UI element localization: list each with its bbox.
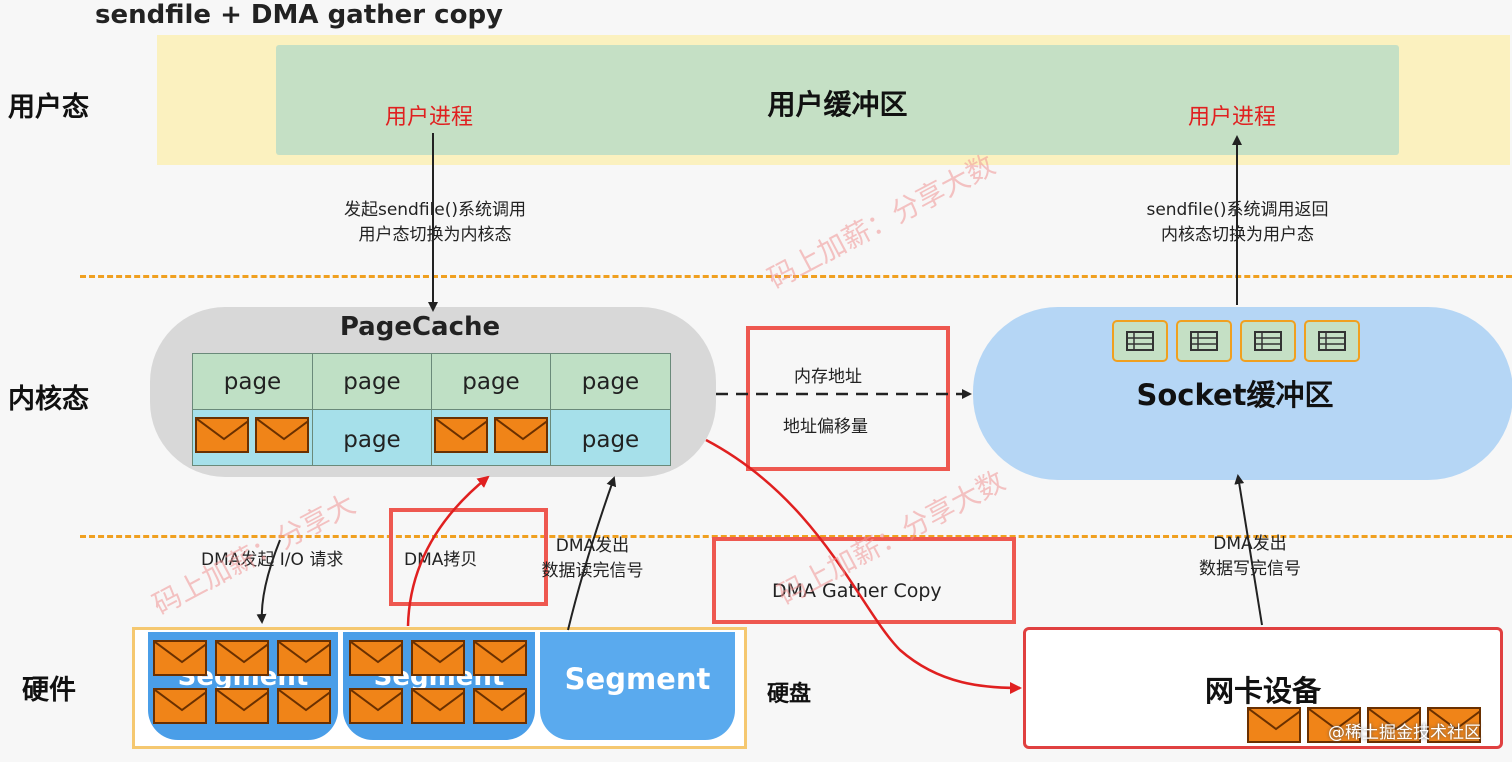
page-cell: page: [550, 353, 671, 410]
source-credit: @稀土掘金技术社区: [1328, 723, 1481, 743]
arrow-dma-read-done: [567, 476, 617, 631]
envelope-icon: [153, 640, 207, 676]
envelope-icon: [349, 688, 403, 724]
dma-copy-box: [389, 508, 548, 606]
envelope-icon: [215, 640, 269, 676]
user-process-right: 用户进程: [1188, 105, 1277, 130]
gather-descriptor-box: [746, 326, 950, 471]
table-icon: [1240, 320, 1296, 362]
envelope-icon: [349, 640, 403, 676]
envelope-icon: [1427, 707, 1481, 743]
dma-gather-copy-box: [712, 537, 1016, 624]
envelope-icon: [411, 688, 465, 724]
user-buffer-label: 用户缓冲区: [767, 88, 908, 121]
divider-kernel-hardware: [80, 535, 1512, 538]
page-cell: page: [192, 353, 313, 410]
dma-write-done-note: DMA发出 数据写完信号: [1185, 532, 1315, 582]
layer-label-user: 用户态: [8, 92, 89, 123]
sendfile-call-note: 发起sendfile()系统调用 用户态切换为内核态: [310, 198, 560, 248]
envelope-icon: [255, 417, 309, 453]
memory-address-label: 内存地址: [794, 367, 862, 387]
arrow-dma-copy: [406, 475, 490, 627]
envelope-icon: [494, 417, 548, 453]
user-process-left: 用户进程: [385, 105, 474, 130]
envelope-icon: [195, 417, 249, 453]
page-cell: page: [312, 353, 432, 410]
envelope-icon: [1247, 707, 1301, 743]
socket-buffer-label: Socket缓冲区: [1136, 378, 1334, 412]
arrow-dma-io-request: [256, 539, 281, 624]
divider-user-kernel: [80, 275, 1512, 278]
nic-label: 网卡设备: [1204, 674, 1321, 708]
envelope-icon: [277, 688, 331, 724]
envelope-icon: [411, 640, 465, 676]
table-icon: [1304, 320, 1360, 362]
layer-label-kernel: 内核态: [8, 384, 89, 415]
table-icon: [1112, 320, 1168, 362]
envelope-icon: [1307, 707, 1361, 743]
address-offset-label: 地址偏移量: [783, 417, 868, 437]
envelope-icon: [473, 640, 527, 676]
dma-write-done-line1: DMA发出: [1213, 534, 1287, 554]
page-cell: page: [550, 409, 671, 466]
sendfile-call-line1: 发起sendfile()系统调用: [343, 200, 527, 220]
layer-label-hardware: 硬件: [22, 675, 76, 706]
table-icon: [1176, 320, 1232, 362]
envelope-icon: [277, 640, 331, 676]
dma-read-done-line2: 数据读完信号: [541, 561, 644, 581]
page-cell: page: [312, 409, 432, 466]
user-buffer: 用户缓冲区: [276, 45, 1399, 155]
envelope-icon: [1367, 707, 1421, 743]
dma-read-done-line1: DMA发出: [555, 536, 630, 556]
envelope-icon: [473, 688, 527, 724]
dma-copy-label: DMA拷贝: [404, 550, 478, 570]
page-cell: page: [431, 353, 551, 410]
disk-label: 硬盘: [767, 682, 812, 707]
arrow-dma-write-done: [1234, 474, 1263, 626]
segment-label: Segment: [564, 662, 711, 696]
dma-write-done-line2: 数据写完信号: [1199, 559, 1301, 579]
envelope-icon: [153, 688, 207, 724]
diagram-title: sendfile + DMA gather copy: [95, 0, 504, 30]
envelope-icon: [215, 688, 269, 724]
disk-segment: Segment: [540, 632, 735, 740]
envelope-icon: [434, 417, 488, 453]
dma-read-done-note: DMA发出 数据读完信号: [530, 534, 655, 584]
pagecache-title: PageCache: [339, 312, 501, 342]
sendfile-call-line2: 用户态切换为内核态: [358, 225, 512, 245]
arrow-dma-gather-copy: [705, 438, 1022, 694]
